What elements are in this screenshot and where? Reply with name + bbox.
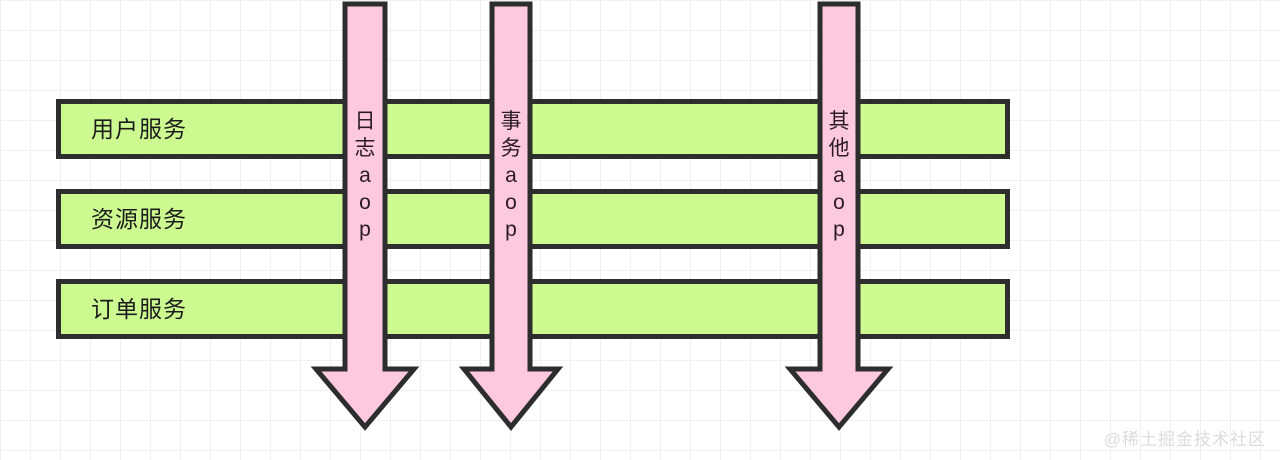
aspect-arrow-other: 其 他 a o p	[784, 1, 894, 431]
service-label: 用户服务	[91, 115, 187, 142]
service-label: 订单服务	[91, 295, 187, 322]
aspect-arrow-logging: 日 志 a o p	[310, 1, 420, 431]
aspect-arrow-transaction: 事 务 a o p	[458, 1, 564, 431]
aspect-arrow-shape	[310, 1, 420, 431]
watermark: @稀土掘金技术社区	[1103, 430, 1266, 449]
aspect-arrow-shape	[458, 1, 564, 431]
service-label: 资源服务	[91, 205, 187, 232]
aspect-arrow-shape	[784, 1, 894, 431]
